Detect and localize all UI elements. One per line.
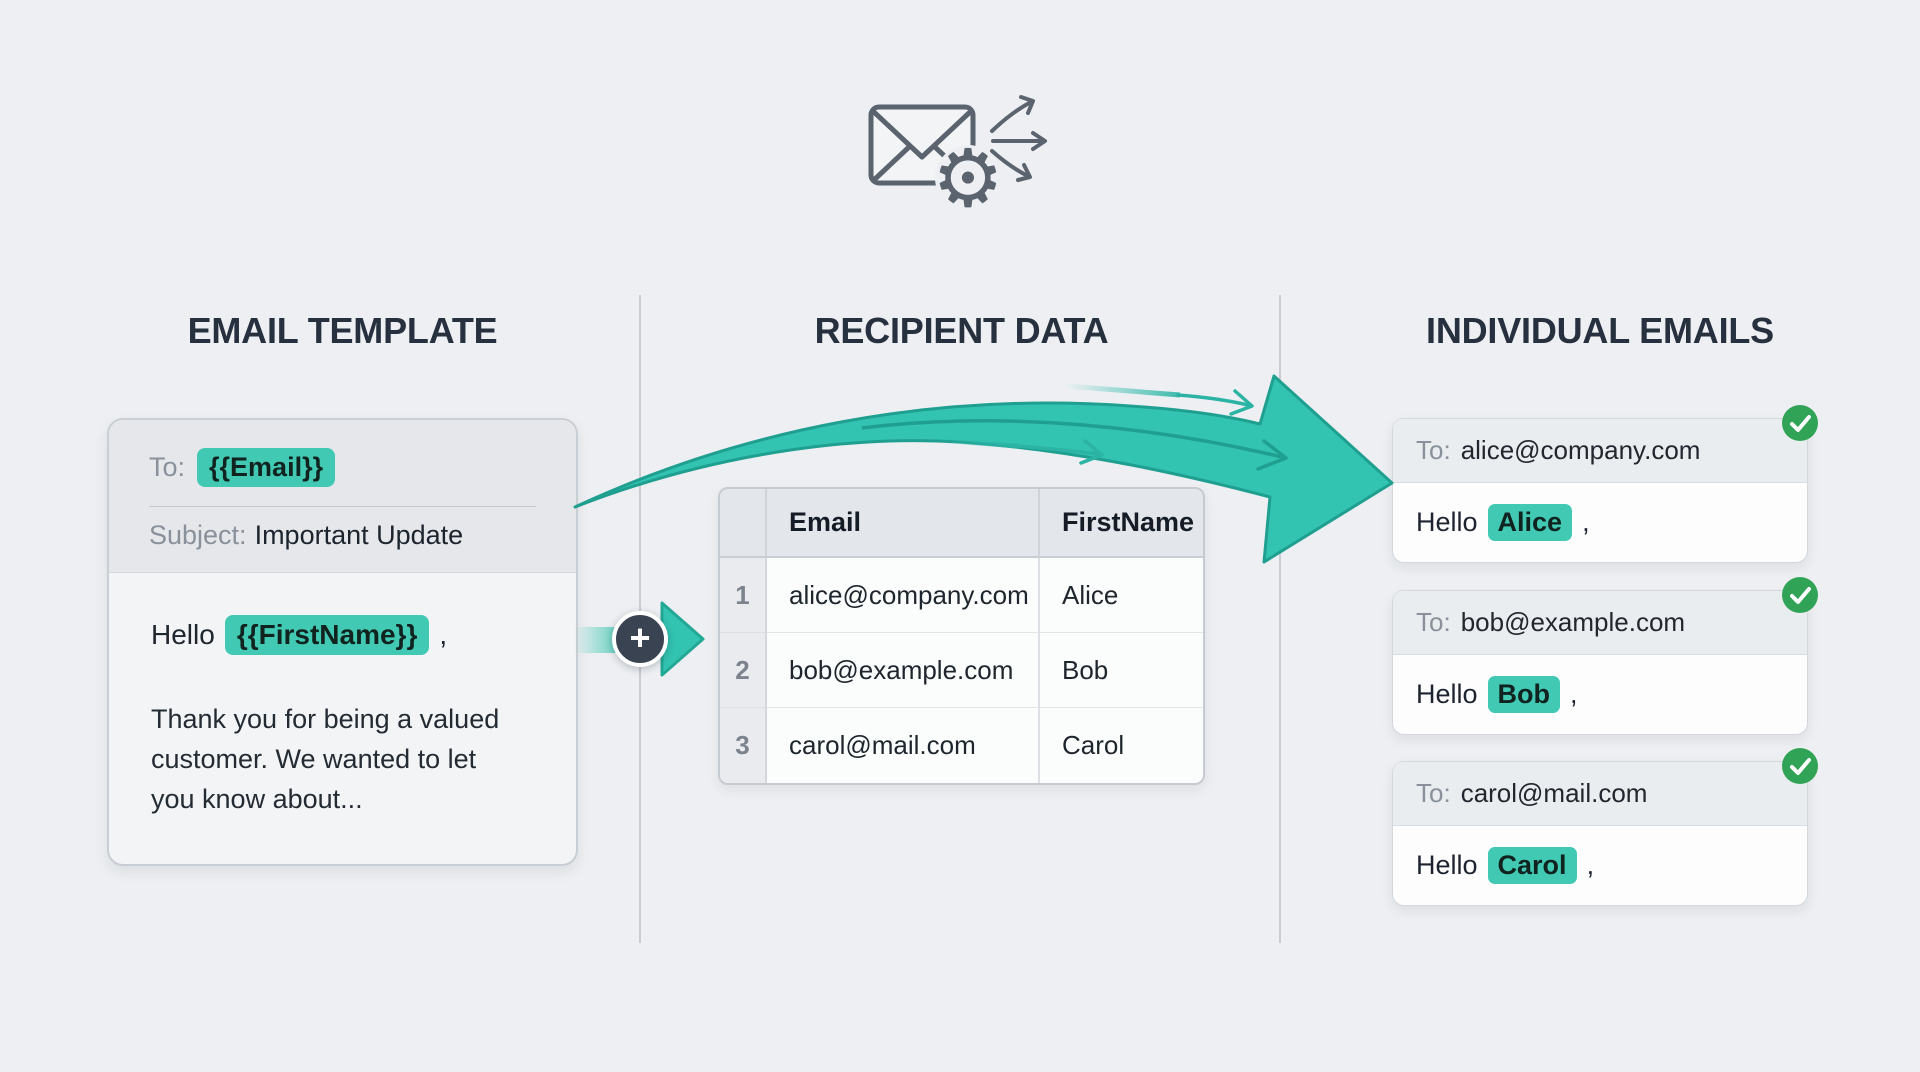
fan-out-arrows-icon (990, 95, 1047, 182)
to-address: carol@mail.com (1460, 778, 1648, 808)
firstname-variable-chip: {{FirstName}} (224, 615, 430, 655)
email-card-body: Hello Carol , (1393, 826, 1807, 904)
to-label: To: (149, 452, 186, 482)
body-line: Thank you for being a valued (151, 704, 500, 734)
gear-icon: ⚙ (932, 132, 1004, 220)
body-line: customer. We wanted to let (151, 744, 477, 774)
mail-merge-icon: ⚙ (868, 95, 1047, 220)
column-divider-right (1279, 295, 1281, 943)
success-check-icon (1781, 576, 1819, 614)
table-corner-cell (720, 489, 767, 558)
greeting-suffix: , (1586, 849, 1595, 880)
recipient-table: Email FirstName 1 alice@company.com Alic… (718, 487, 1205, 785)
plus-icon: + (612, 611, 668, 667)
row-number: 2 (720, 633, 767, 708)
email-card-body: Hello Bob , (1393, 655, 1807, 733)
subject-value: Important Update (254, 520, 464, 550)
heading-individual-emails: INDIVIDUAL EMAILS (1426, 310, 1774, 351)
table-header-firstname: FirstName (1040, 489, 1203, 558)
to-label: To: (1416, 607, 1451, 637)
email-card-header: To: bob@example.com (1393, 591, 1807, 655)
table-header-email: Email (767, 489, 1040, 558)
row-number: 1 (720, 558, 767, 633)
to-label: To: (1416, 778, 1451, 808)
template-card-body: Hello {{FirstName}} , Thank you for bein… (109, 573, 576, 819)
email-card-header: To: carol@mail.com (1393, 762, 1807, 826)
to-address: alice@company.com (1460, 435, 1701, 465)
merged-name-chip: Alice (1487, 503, 1573, 541)
cell-email: alice@company.com (767, 558, 1040, 633)
template-subject-row: Subject:Important Update (149, 520, 536, 551)
greeting-prefix: Hello (1416, 678, 1478, 709)
individual-email-card: To: bob@example.com Hello Bob , (1392, 577, 1818, 735)
greeting-prefix: Hello (1416, 506, 1478, 537)
greeting-suffix: , (1582, 506, 1590, 537)
cell-firstname: Carol (1062, 730, 1125, 760)
body-line: you know about... (151, 784, 363, 814)
cell-email: bob@example.com (767, 633, 1040, 708)
cell-firstname: Bob (1040, 633, 1203, 708)
to-address: bob@example.com (1460, 607, 1686, 637)
template-header-divider (149, 506, 536, 507)
greeting-prefix: Hello (151, 619, 215, 650)
greeting-suffix: , (1570, 678, 1578, 709)
template-greeting: Hello {{FirstName}} , (151, 615, 534, 655)
email-card-body: Hello Alice , (1393, 483, 1807, 561)
template-card-header: To: {{Email}} Subject:Important Update (109, 420, 576, 573)
cell-firstname: Alice (1040, 558, 1203, 633)
template-to-row: To: {{Email}} (149, 448, 536, 487)
row-number: 3 (720, 708, 767, 783)
success-check-icon (1781, 747, 1819, 785)
merged-name-chip: Bob (1487, 675, 1561, 713)
small-motion-arrow-bottom (937, 437, 1104, 465)
heading-recipient-data: RECIPIENT DATA (814, 310, 1109, 351)
email-variable-chip: {{Email}} (197, 448, 336, 487)
individual-email-card: To: alice@company.com Hello Alice , (1392, 405, 1818, 563)
email-template-card: To: {{Email}} Subject:Important Update H… (107, 418, 578, 866)
subject-label: Subject: (149, 520, 247, 550)
greeting-suffix: , (439, 619, 448, 650)
small-motion-arrow-top (1065, 383, 1254, 416)
to-label: To: (1416, 435, 1451, 465)
email-card-header: To: alice@company.com (1393, 419, 1807, 483)
cell-email: carol@mail.com (767, 708, 1040, 783)
template-body-text: Thank you for being a valued customer. W… (151, 699, 534, 819)
individual-email-card: To: carol@mail.com Hello Carol , (1392, 748, 1818, 906)
greeting-prefix: Hello (1416, 849, 1478, 880)
heading-email-template: EMAIL TEMPLATE (187, 310, 498, 351)
success-check-icon (1781, 404, 1819, 442)
merged-name-chip: Carol (1487, 846, 1577, 884)
